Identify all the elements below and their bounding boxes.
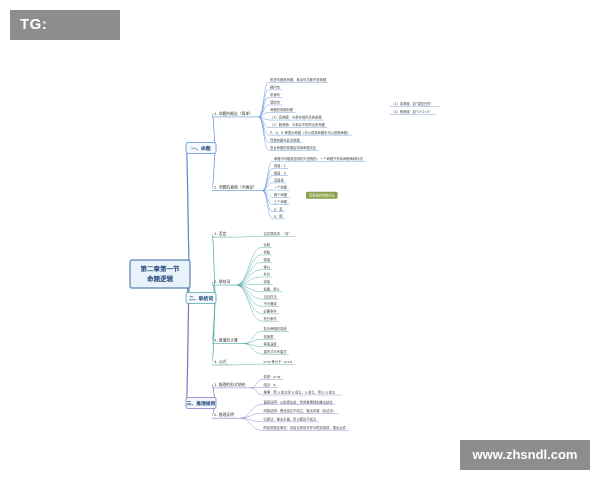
leaf-node-label: 假值：0 <box>274 170 286 175</box>
connector-line <box>258 81 269 118</box>
leaf-node-label: 简单命题与复合命题 <box>270 137 300 142</box>
callout-box <box>306 191 338 199</box>
leaf-node-label: p→q 等价于 ¬p∨q <box>264 359 292 364</box>
connector-line <box>239 417 263 431</box>
connector-line <box>231 363 263 366</box>
sub-node-label: 1. 否定 <box>214 231 227 236</box>
leaf-node-label: 真值：1 <box>274 163 286 168</box>
leaf-node-label: 直接证明：从前提出发，利用推理规则推出结论 <box>264 399 334 404</box>
connector-line <box>258 116 269 151</box>
connector-line <box>211 297 217 363</box>
leaf-node-label: 附加前提证明法：将结论的前件作为附加前提，推出后件 <box>264 425 347 430</box>
connector-line <box>211 147 217 189</box>
sub-node-label: 2. 推理证明 <box>214 412 234 417</box>
leaf-node-label: 蕴涵 <box>264 257 271 262</box>
leaf-node-label: 不可兼或 <box>264 301 278 306</box>
connector-line <box>258 97 269 118</box>
leaf-node-label: 推理：若 p 成立则 q 成立，p 成立，所以 q 成立 <box>264 390 336 395</box>
leaf-node-label: 否定联结词：“非” <box>264 231 291 236</box>
center-node-title-line1: 第二章第一节 <box>141 264 181 273</box>
leaf-node-label: 前提：p→q <box>264 374 281 379</box>
leaf-node-label: 归谬法：推出矛盾，所以假设不成立 <box>264 416 317 421</box>
leaf-node-label: 析取 <box>264 250 271 255</box>
connector-line <box>231 236 263 238</box>
leaf-node-label: 真值表 <box>274 178 285 183</box>
leaf-node-label: 重言式与矛盾式 <box>264 349 288 354</box>
center-node <box>129 259 191 289</box>
sub-node-label: 1. 命题的概念（简单） <box>214 111 253 116</box>
branch-node <box>185 397 217 409</box>
connector-line <box>185 147 191 275</box>
leaf-node-label: 并且 <box>264 272 271 277</box>
leaf-node-label: 间接证明：假设结论不成立，推出矛盾（反证法） <box>264 408 337 413</box>
connector-line <box>235 247 263 286</box>
leaf-node-label: 陈述句都是命题，其余句式都不是命题 <box>270 77 327 82</box>
leaf-node-label: 或者 <box>264 279 271 284</box>
connector-line <box>250 387 263 396</box>
leaf-node-label: 复合命题的真值 <box>264 326 288 331</box>
connector-line <box>258 89 269 118</box>
leaf-node-label: 疑问句 <box>270 84 281 89</box>
connector-line <box>250 379 263 389</box>
leaf-node-label: 复合命题的真假由简单命题决定 <box>270 145 317 150</box>
leaf-node-label: 真值表 <box>264 334 275 339</box>
branch-node-label: 二、联结词 <box>189 295 213 302</box>
leaf-node-label: 等值演算 <box>264 341 278 346</box>
watermark-badge-top-left: TG: MYYJJPP <box>10 10 120 63</box>
connector-line <box>262 190 273 219</box>
leaf-node-label: 等价 <box>264 264 271 269</box>
leaf-node-label: 三个命题 <box>274 199 288 204</box>
leaf-node-label: （1）真命题：与事实相符合的命题 <box>270 115 322 120</box>
branch-node <box>185 292 217 304</box>
leaf-node-label: 命题的真假判断 <box>270 107 294 112</box>
branch-node-label: 一、命题 <box>191 145 210 152</box>
leaf-node-label: q：假 <box>274 214 283 219</box>
branch-node-label: 三、推理规则 <box>187 400 216 407</box>
leaf-node-label: （2）假命题：与事实不相符合的命题 <box>270 122 326 127</box>
connector-line <box>258 104 269 118</box>
leaf-node-label: 必要条件 <box>264 308 278 313</box>
connector-line <box>258 116 269 143</box>
connector-line <box>239 412 263 419</box>
sub-node-label: 2. 命题的真值（不确定） <box>214 185 257 190</box>
leaf-node-label: 两个命题 <box>274 192 288 197</box>
connector-line <box>262 190 273 205</box>
connector-line <box>243 343 263 355</box>
mind-map-edges <box>185 81 273 431</box>
sub-node-label: 2. 联结词 <box>214 279 230 284</box>
callout-text: （2）假命题：如“2+2=5” <box>392 109 431 114</box>
leaf-node-label: 充分条件 <box>264 316 278 321</box>
branch-node <box>185 142 217 154</box>
center-node-title-line2: 命题逻辑 <box>146 274 174 283</box>
watermark-badge-bottom-right: www.zhsndl.com <box>460 440 590 470</box>
leaf-node-label: 一个命题 <box>274 185 288 190</box>
leaf-node-label: 如果…那么 <box>264 286 281 291</box>
connector-line <box>235 284 263 314</box>
connector-line <box>235 261 263 286</box>
leaf-node-label: 命题不可能既是真的又是假的，一个命题只有真和假两种情况 <box>274 156 364 161</box>
sub-node-label: 4. 公式 <box>214 359 227 364</box>
leaf-node-label: 合取 <box>264 242 271 247</box>
leaf-node-label: 祈使句 <box>270 92 281 97</box>
callout-text: 真值表的构造方法 <box>309 192 335 197</box>
sub-node-label: 1. 推理的形式结构 <box>214 382 246 387</box>
connector-line <box>243 331 263 344</box>
sub-node-label: 3. 真值的计算 <box>214 338 238 343</box>
callout-text: （1）真命题：如“雪是白的” <box>392 101 433 106</box>
leaf-node-label: p：真 <box>274 206 283 211</box>
connector-line <box>235 284 263 322</box>
connector-line <box>239 404 263 419</box>
leaf-node-label: 结论：q <box>264 382 276 387</box>
connector-line <box>262 168 273 191</box>
leaf-node-label: 感叹句 <box>270 100 281 105</box>
connector-line <box>235 269 263 286</box>
leaf-node-label: P、Q、R 等表示命题（可以是真命题也可以是假命题） <box>270 130 350 135</box>
leaf-node-label: 当且仅当 <box>264 294 277 299</box>
connector-line <box>235 284 263 300</box>
